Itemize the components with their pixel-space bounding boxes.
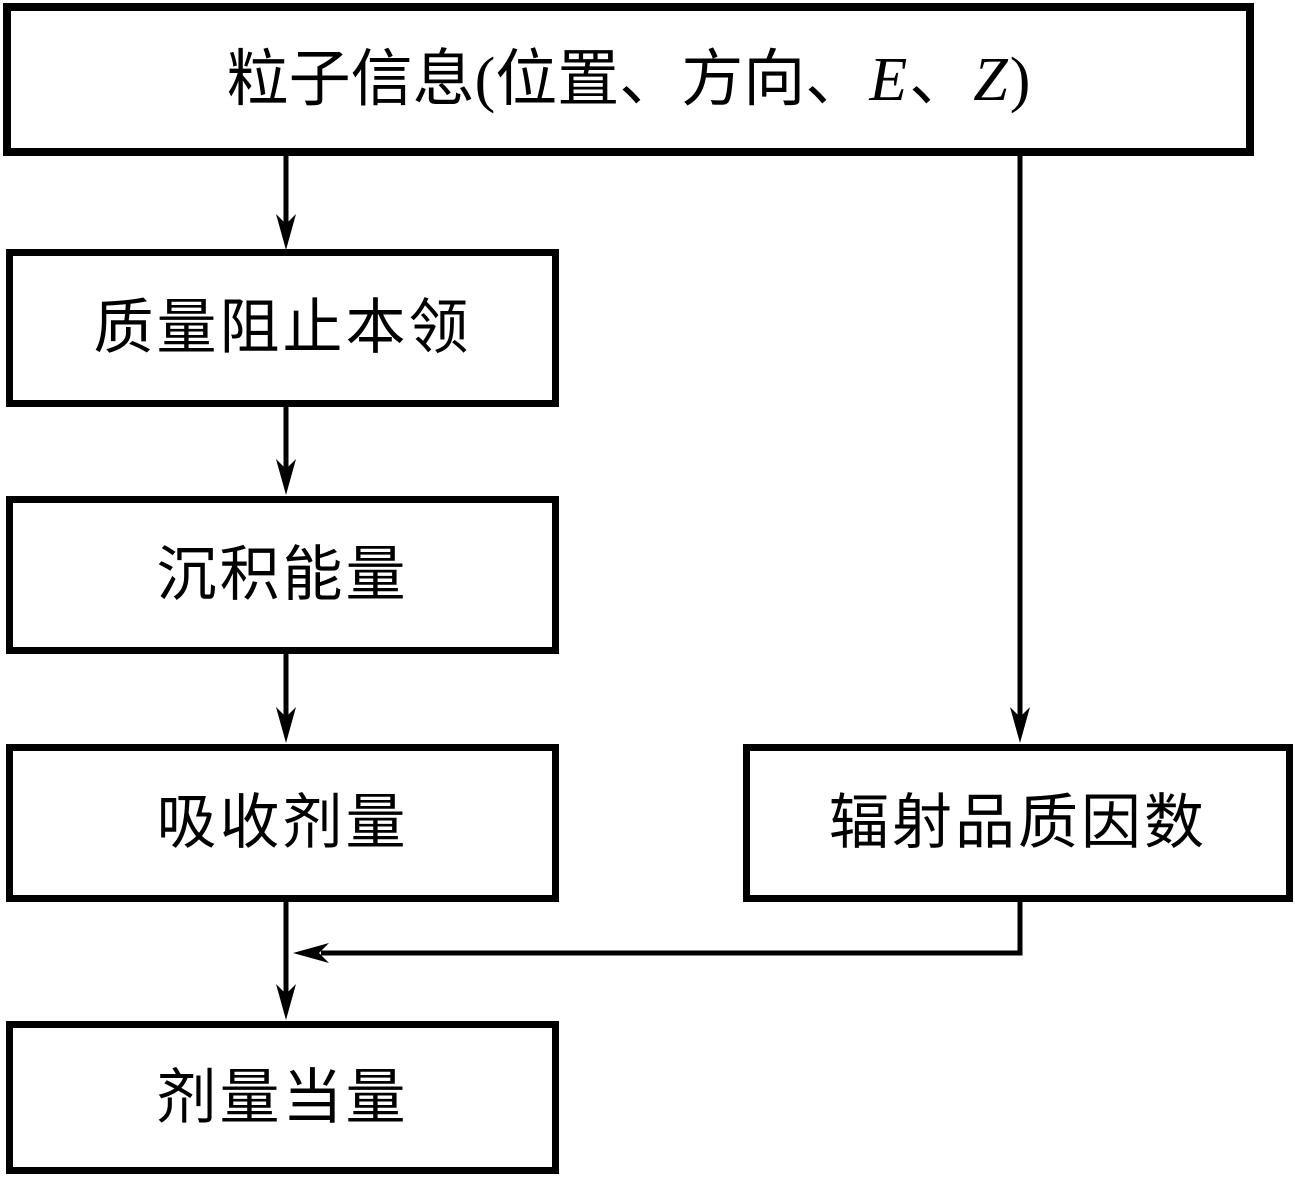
atomic-number-variable: Z — [973, 45, 1008, 114]
particle-info-to-quality-factor-arrow — [1010, 156, 1030, 743]
dose-equivalent-label: 剂量当量 — [156, 1064, 409, 1131]
node-particle-info: 粒子信息(位置、方向、E、Z) — [3, 3, 1254, 156]
deposited-energy-to-absorbed-dose-arrow — [276, 654, 296, 743]
deposited-energy-label: 沉积能量 — [156, 542, 409, 608]
absorbed-dose-to-dose-equivalent-arrow — [276, 901, 296, 1020]
absorbed-dose-label: 吸收剂量 — [156, 790, 409, 856]
node-absorbed-dose: 吸收剂量 — [6, 744, 559, 902]
ideographic-comma: 、 — [909, 45, 972, 114]
particle-info-to-stopping-power-arrow — [276, 156, 296, 250]
stopping-power-to-deposited-energy-arrow — [276, 406, 296, 495]
node-radiation-quality-factor: 辐射品质因数 — [743, 744, 1293, 902]
radiation-quality-factor-label: 辐射品质因数 — [829, 790, 1207, 856]
particle-info-text: 粒子信息(位置、方向、 — [226, 45, 868, 114]
closing-paren: ) — [1009, 45, 1031, 114]
quality-factor-junction-arrow — [293, 901, 1023, 963]
mass-stopping-power-label: 质量阻止本领 — [93, 295, 472, 361]
node-dose-equivalent: 剂量当量 — [6, 1021, 559, 1174]
energy-variable: E — [869, 45, 908, 114]
node-mass-stopping-power: 质量阻止本领 — [6, 249, 559, 407]
node-deposited-energy: 沉积能量 — [6, 496, 559, 654]
